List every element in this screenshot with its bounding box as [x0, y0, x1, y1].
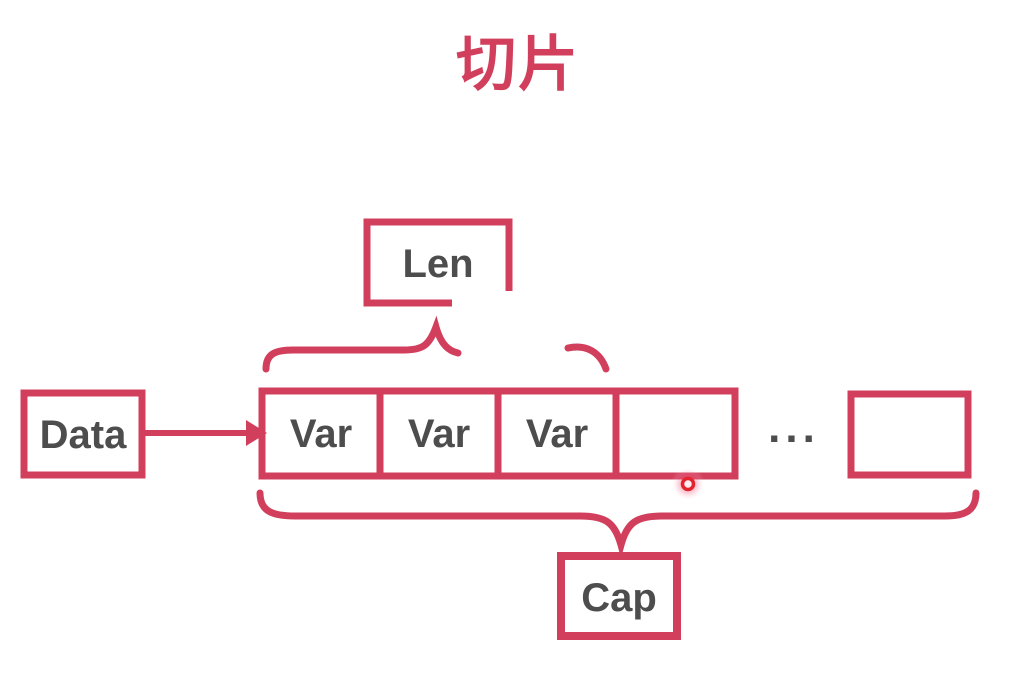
data-box-outline: [20, 389, 146, 479]
cell-label-3: Var: [525, 412, 589, 456]
len-box-outline: [363, 218, 513, 307]
cap-box-outline: [557, 552, 681, 640]
len-label: Len: [402, 242, 474, 286]
cap-brace: [256, 489, 980, 559]
tail-cell-outline: [847, 390, 972, 479]
cap-label: Cap: [581, 576, 657, 620]
len-brace-right: [564, 343, 610, 373]
len-brace-left: [262, 315, 462, 373]
data-label: Data: [39, 413, 127, 457]
cell-label-2: Var: [407, 412, 471, 456]
slide-title: 切片: [456, 31, 580, 98]
laser-pointer-dot: [680, 476, 696, 492]
pointer-arrow-head: [246, 420, 267, 446]
cell-label-1: Var: [289, 412, 353, 456]
ellipsis-label: ...: [768, 403, 820, 452]
